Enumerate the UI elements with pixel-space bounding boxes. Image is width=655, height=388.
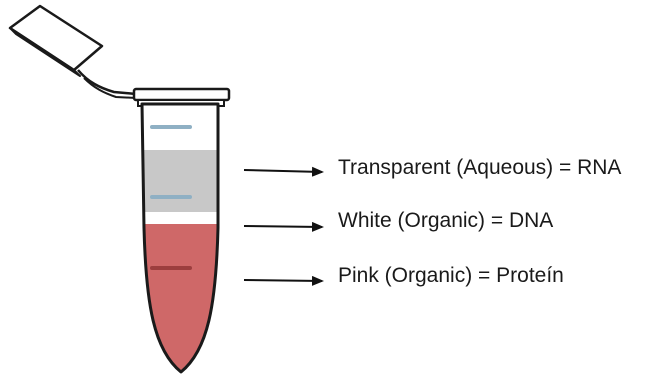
label-interphase: White (Organic) = DNA: [338, 209, 553, 232]
label-organic: Pink (Organic) = Proteín: [338, 264, 564, 287]
open-cap-icon: [10, 6, 136, 98]
label-aqueous: Transparent (Aqueous) = RNA: [338, 156, 621, 179]
band-blue-middle: [150, 195, 192, 199]
arrow-aqueous: [244, 170, 322, 172]
arrow-interphase: [244, 226, 322, 227]
arrow-organic: [244, 280, 322, 281]
band-blue-top: [150, 125, 192, 129]
band-dark-red: [150, 266, 192, 270]
tube-rim: [134, 89, 229, 100]
